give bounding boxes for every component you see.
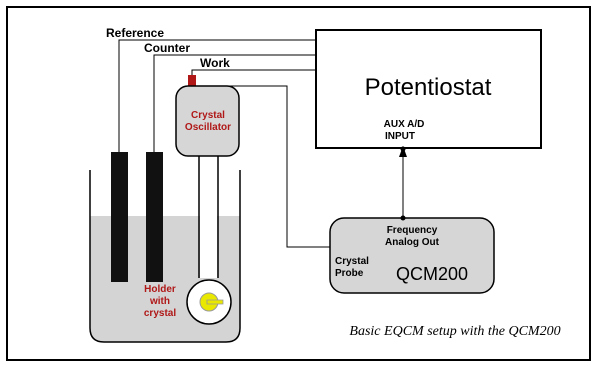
holder-rod [198,156,219,278]
aux-input-line2: INPUT [385,131,415,142]
work-connector [188,75,196,87]
frequency-out-dot [400,215,406,221]
potentiostat-title: Potentiostat [365,74,492,101]
potentiostat-box [315,29,542,149]
oscillator-label-line2: Oscillator [185,122,231,133]
crystal-electrode-tab [206,299,224,305]
reference-electrode [111,152,128,282]
aux-input-dot [400,146,406,152]
reference-wire [118,39,317,152]
oscillator-label-line1: Crystal [191,110,225,121]
qcm200-title: QCM200 [396,264,468,284]
counter-electrode [146,152,163,282]
frequency-label-line2: Analog Out [385,237,440,248]
aux-input-line1: AUX A/D [384,119,425,130]
crystal-oscillator-box [175,85,240,157]
holder-label-line3: crystal [144,308,176,319]
qcm200-box [329,217,495,294]
holder-label-line1: Holder [144,284,176,295]
counter-wire [153,54,317,152]
work-label: Work [200,56,230,70]
oscillator-probe-wire [212,85,343,248]
beaker [89,170,241,343]
frequency-label-line1: Frequency [387,225,438,236]
probe-label-line1: Crystal [335,256,369,267]
holder-label-line2: with [149,296,170,307]
counter-label: Counter [144,41,190,55]
probe-label-line2: Probe [335,268,364,279]
reference-label: Reference [106,26,164,40]
holder-rod-fill [200,156,217,278]
caption: Basic EQCM setup with the QCM200 [349,324,560,339]
work-wire [191,69,317,83]
